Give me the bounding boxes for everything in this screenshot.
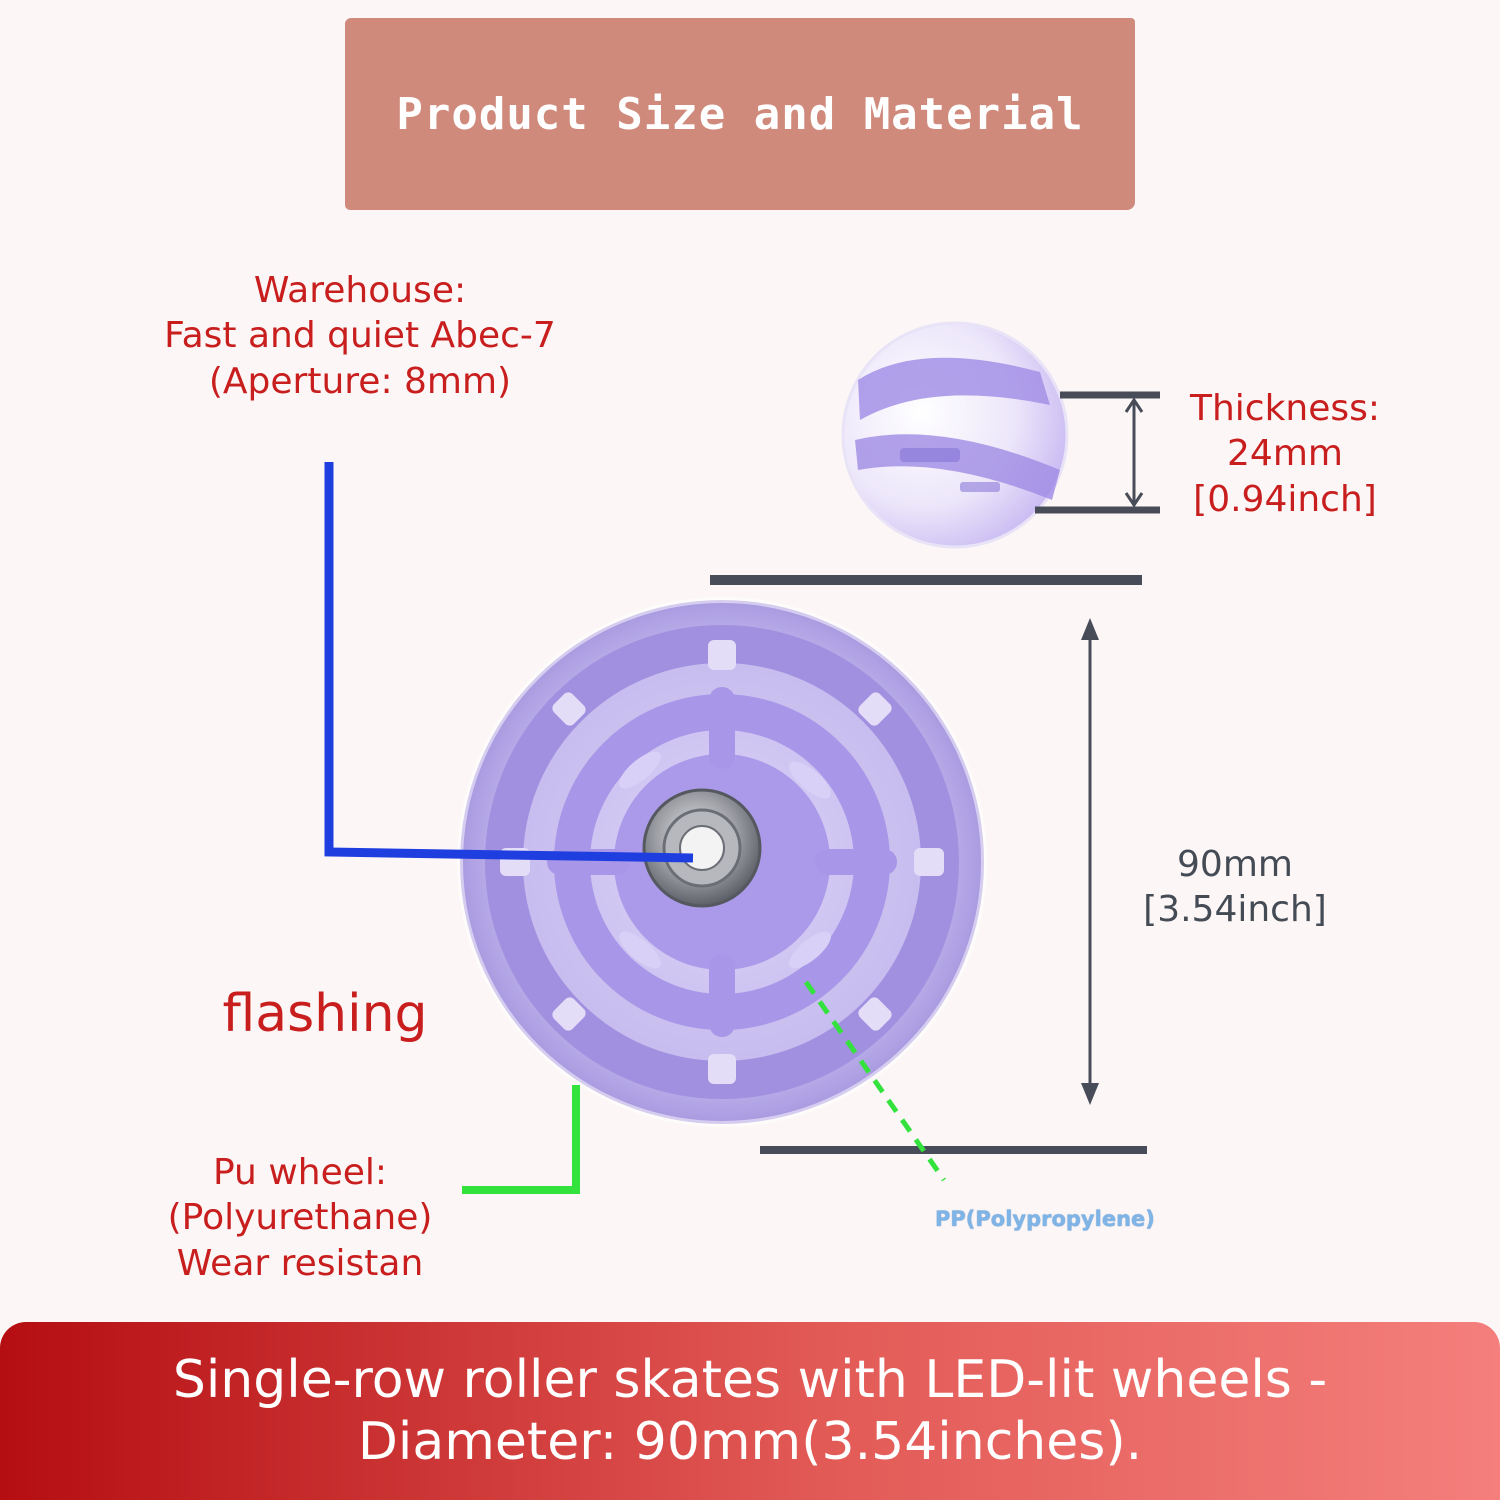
warehouse-label: Warehouse: Fast and quiet Abec-7 (Apertu… — [110, 268, 610, 404]
thickness-zoom-detail — [841, 321, 1069, 549]
pu-wheel-label-line3: Wear resistan — [176, 1242, 424, 1284]
bottom-banner: Single-row roller skates with LED-lit wh… — [0, 1322, 1500, 1500]
thickness-label: Thickness: 24mm [0.94inch] — [1170, 386, 1400, 522]
diameter-dimension — [710, 575, 1147, 1154]
footer-line2: Diameter: 90mm(3.54inches). — [357, 1412, 1143, 1472]
warehouse-label-line2: Fast and quiet Abec-7 — [164, 315, 556, 357]
thickness-label-line1: Thickness: — [1189, 388, 1381, 429]
footer-line1: Single-row roller skates with LED-lit wh… — [172, 1349, 1328, 1410]
wheel — [457, 597, 987, 1127]
pp-label: PP(Polypropylene) — [935, 1207, 1155, 1231]
warehouse-label-line1: Warehouse: — [253, 270, 467, 311]
footer-text: Single-row roller skates with LED-lit wh… — [173, 1349, 1327, 1474]
page-title: Product Size and Material — [396, 88, 1084, 140]
pu-wheel-callout-line — [462, 1085, 580, 1194]
diameter-label: 90mm [3.54inch] — [1120, 842, 1350, 933]
pp-callout-line — [803, 980, 947, 1182]
bearing-callout-line — [324, 462, 694, 863]
warehouse-label-line3: (Aperture: 8mm) — [208, 360, 512, 402]
diameter-label-line1: 90mm — [1177, 844, 1293, 885]
thickness-dimension — [1035, 391, 1160, 514]
pu-wheel-label-line1: Pu wheel: — [212, 1152, 388, 1193]
pu-wheel-label: Pu wheel: (Polyurethane) Wear resistan — [140, 1150, 460, 1286]
bearing — [642, 788, 762, 908]
thickness-label-line2: 24mm — [1227, 433, 1343, 475]
title-banner: Product Size and Material — [345, 18, 1135, 210]
flashing-label: flashing — [222, 984, 428, 1044]
thickness-label-line3: [0.94inch] — [1193, 478, 1377, 520]
diameter-label-line2: [3.54inch] — [1143, 889, 1327, 931]
pu-wheel-label-line2: (Polyurethane) — [167, 1197, 433, 1239]
